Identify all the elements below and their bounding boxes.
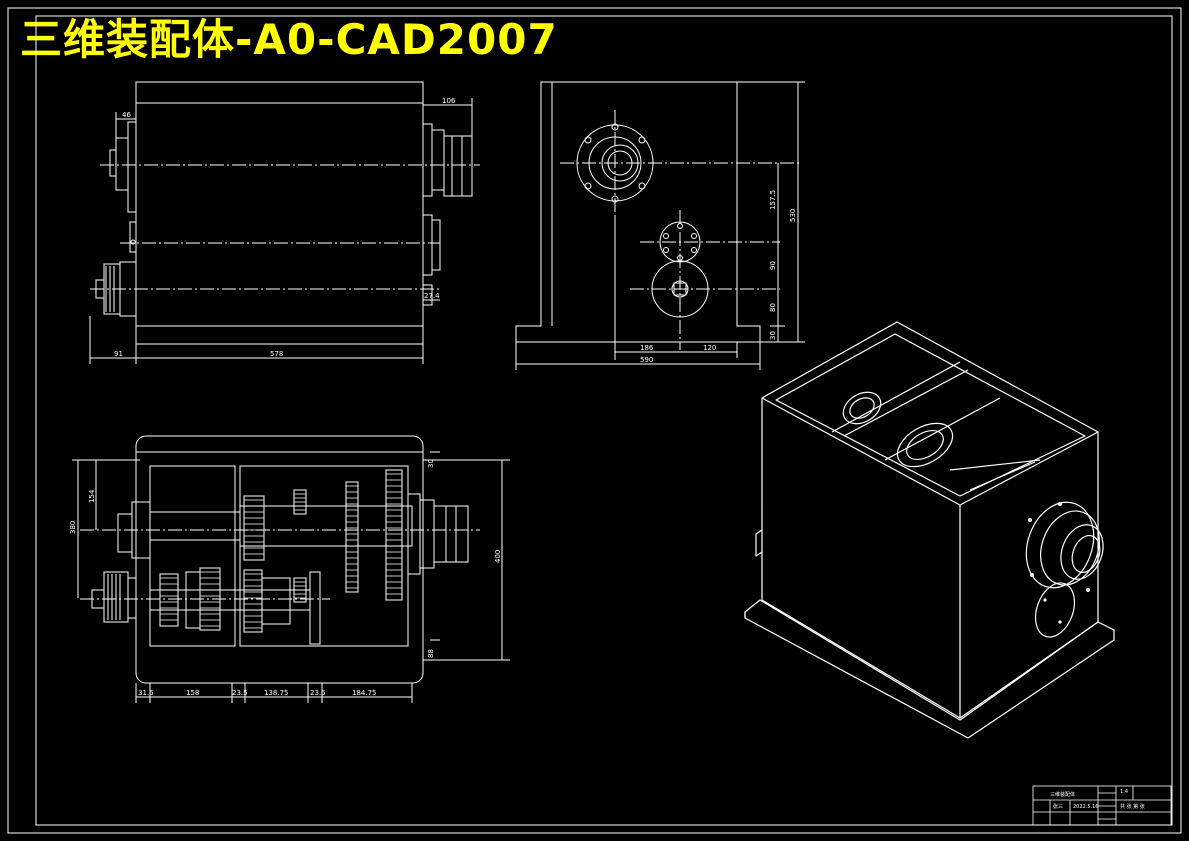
title-block-scale: 1:4	[1120, 789, 1128, 795]
inner-border	[35, 15, 1173, 826]
dim-side-186: 186	[640, 344, 654, 352]
dim-sec-158: 158	[186, 689, 199, 697]
dim-sec-154: 154	[88, 489, 96, 503]
dim-front-27: 27.4	[424, 292, 440, 300]
section-view	[72, 435, 510, 703]
side-view	[515, 81, 805, 370]
dim-sec-184: 184.75	[352, 689, 377, 697]
dim-side-90: 90	[769, 261, 777, 270]
isometric-bolts	[1028, 502, 1090, 624]
dim-side-80: 80	[769, 303, 777, 312]
dim-sec-400: 400	[494, 550, 502, 563]
dim-sec-23b: 23.5	[310, 689, 326, 697]
section-gear-teeth	[160, 473, 402, 629]
dim-sec-23a: 23.5	[232, 689, 248, 697]
title-block-date: 2022.5.16	[1073, 804, 1098, 810]
dim-side-157: 157.5	[769, 190, 777, 210]
outer-border	[7, 7, 1182, 834]
title-block-designer: 张三	[1053, 803, 1063, 810]
dim-sec-380: 380	[69, 521, 77, 534]
front-view-dims: 46 106 91 578 27.4	[114, 97, 456, 358]
front-view	[89, 81, 480, 364]
title-block-name: 三维装配体	[1050, 791, 1075, 798]
title-block-text: 三维装配体 1:4 张三 2022.5.16 共 张 第 张	[1050, 789, 1145, 810]
dim-sec-88: 88	[427, 649, 435, 658]
dim-sec-31: 31.5	[138, 689, 154, 697]
drawing-title: 三维装配体-A0-CAD2007	[20, 15, 558, 64]
dim-front-106: 106	[442, 97, 456, 105]
isometric-view	[744, 321, 1115, 739]
dim-side-120: 120	[703, 344, 716, 352]
dim-side-530: 530	[789, 209, 797, 222]
dim-sec-138: 138.75	[264, 689, 289, 697]
section-view-dims: 154 380 30 400 88 31.5 158 23.5 138.75 2…	[69, 459, 502, 697]
dim-side-30: 30	[769, 331, 777, 340]
dim-front-578: 578	[270, 350, 283, 358]
dim-sec-30: 30	[427, 459, 435, 468]
dim-side-590: 590	[640, 356, 653, 364]
title-block-sheet: 共 张 第 张	[1120, 803, 1145, 810]
dim-front-91: 91	[114, 350, 123, 358]
title-block	[1032, 785, 1172, 826]
side-view-dims: 186 120 590 157.5 90 80 30 530	[640, 190, 797, 364]
dim-front-46: 46	[122, 111, 131, 119]
